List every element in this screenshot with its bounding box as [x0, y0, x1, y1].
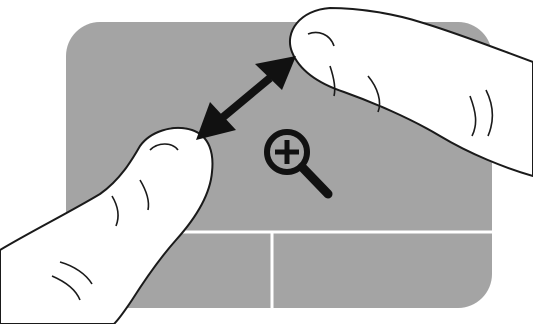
touchpad-gesture-diagram: [0, 0, 533, 324]
pinch-zoom-illustration: [0, 0, 533, 324]
